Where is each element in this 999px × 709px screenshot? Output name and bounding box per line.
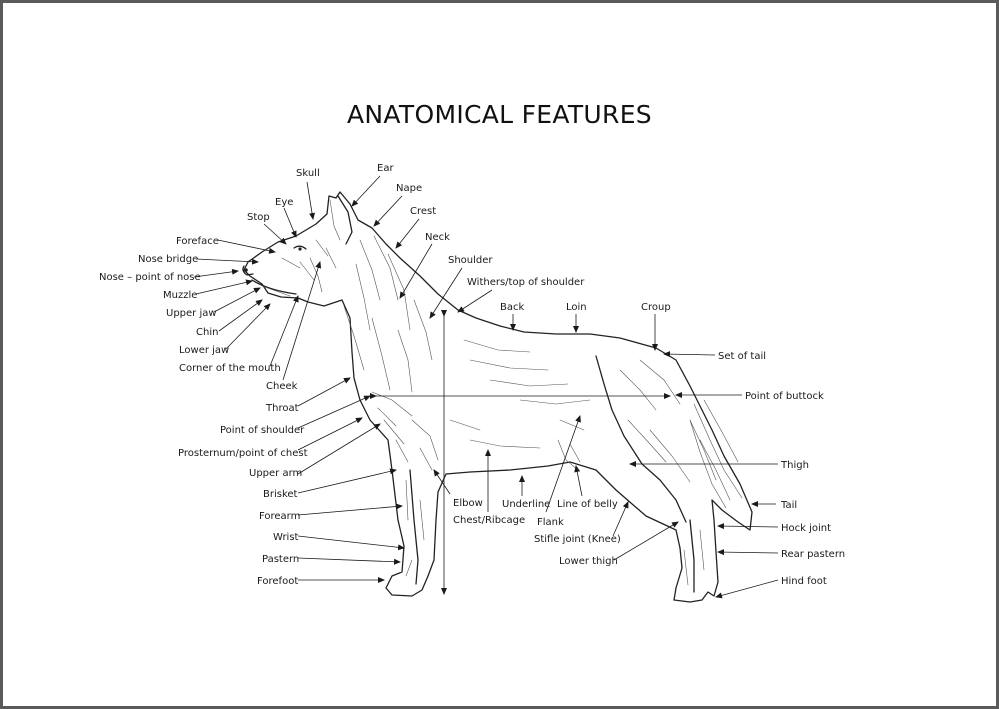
label-nape: Nape [396, 183, 422, 194]
label-underline: Underline [502, 499, 550, 510]
label-lower-thigh: Lower thigh [559, 556, 618, 567]
label-chest-ribcage: Chest/Ribcage [453, 515, 525, 526]
label-set-of-tail: Set of tail [718, 351, 766, 362]
label-stifle: Stifle joint (Knee) [534, 534, 621, 545]
label-withers: Withers/top of shoulder [467, 277, 585, 288]
leader-lines [193, 175, 779, 599]
ear-inner-line [337, 195, 353, 245]
label-point-of-shoulder: Point of shoulder [220, 425, 305, 436]
label-elbow: Elbow [453, 498, 483, 509]
label-chin: Chin [196, 327, 218, 338]
label-crest: Crest [410, 206, 436, 217]
label-skull: Skull [296, 168, 320, 179]
label-rear-pastern: Rear pastern [781, 549, 845, 560]
label-corner-mouth: Corner of the mouth [179, 363, 281, 374]
label-cheek: Cheek [266, 381, 298, 392]
label-thigh: Thigh [780, 460, 809, 471]
label-hock-joint: Hock joint [781, 523, 831, 534]
label-forefoot: Forefoot [257, 576, 298, 587]
label-hind-foot: Hind foot [781, 576, 827, 587]
label-line-of-belly: Line of belly [557, 499, 618, 510]
label-tail: Tail [780, 500, 797, 511]
dog-illustration [242, 191, 753, 603]
thigh-line [595, 355, 687, 523]
label-croup: Croup [641, 302, 671, 313]
label-wrist: Wrist [273, 532, 299, 543]
nose-shape [242, 265, 254, 276]
label-neck: Neck [425, 232, 450, 243]
label-point-of-buttock: Point of buttock [745, 391, 824, 402]
label-foreface: Foreface [176, 236, 219, 247]
label-stop: Stop [247, 212, 270, 223]
dog-outline [243, 191, 753, 603]
label-lower-jaw: Lower jaw [179, 345, 229, 356]
label-nose-point: Nose – point of nose [99, 272, 201, 283]
label-forearm: Forearm [259, 511, 300, 522]
eye-shape [293, 245, 307, 250]
label-throat: Throat [265, 403, 299, 414]
label-nose-bridge: Nose bridge [138, 254, 198, 265]
label-upper-arm: Upper arm [249, 468, 302, 479]
label-muzzle: Muzzle [163, 290, 197, 301]
label-back: Back [500, 302, 524, 313]
diagram-title: ANATOMICAL FEATURES [347, 100, 652, 129]
label-brisket: Brisket [263, 489, 298, 500]
label-flank: Flank [537, 517, 564, 528]
label-upper-jaw: Upper jaw [166, 308, 217, 319]
label-prosternum: Prosternum/point of chest [178, 448, 308, 459]
label-ear: Ear [377, 163, 394, 174]
label-shoulder: Shoulder [448, 255, 493, 266]
label-loin: Loin [566, 302, 587, 313]
label-pastern: Pastern [262, 554, 299, 565]
foreleg-line [409, 469, 419, 585]
labels: Skull Ear Nape Eye Crest Stop Neck Foref… [99, 163, 845, 587]
label-eye: Eye [275, 197, 293, 208]
